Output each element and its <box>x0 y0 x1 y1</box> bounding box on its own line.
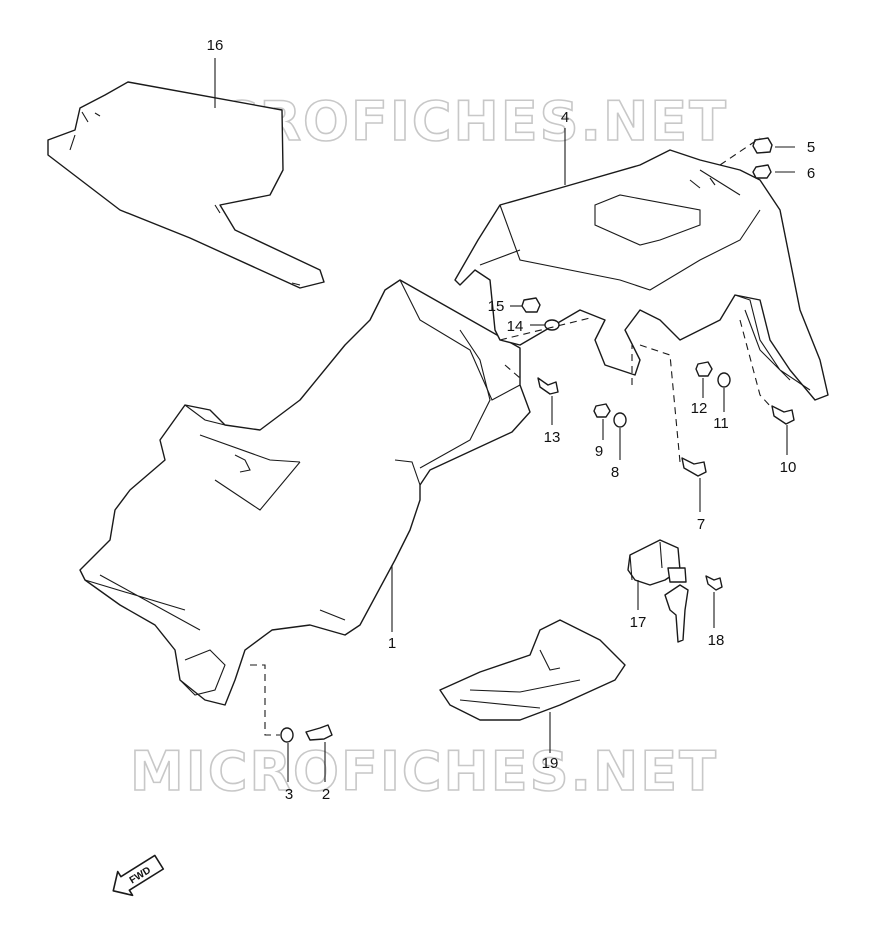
callout-11: 11 <box>713 415 729 432</box>
callout-1: 1 <box>388 635 396 652</box>
callout-4: 4 <box>561 109 569 126</box>
leader-lines <box>214 58 795 782</box>
callout-19: 19 <box>542 755 559 772</box>
part-13-bolt <box>537 377 559 395</box>
part-12-nut <box>695 361 713 377</box>
callout-2: 2 <box>322 786 330 803</box>
part-3-washer <box>280 727 294 743</box>
part-7-bolt <box>681 457 707 477</box>
callout-16: 16 <box>207 37 224 54</box>
part-16-cover-plate <box>47 81 325 289</box>
callout-10: 10 <box>780 459 797 476</box>
callout-15: 15 <box>488 298 505 315</box>
forward-arrow-icon: FWD <box>112 854 165 897</box>
part-8-washer <box>613 412 627 428</box>
callout-17: 17 <box>630 614 647 631</box>
part-4-tail-housing <box>454 149 829 401</box>
assembly-lines <box>250 137 773 736</box>
callout-3: 3 <box>285 786 293 803</box>
part-5-grommet <box>752 137 773 154</box>
part-2-bolt <box>305 724 333 741</box>
watermark-bottom: MICROFICHES.NET <box>130 740 718 803</box>
callout-9: 9 <box>595 443 603 460</box>
callout-14: 14 <box>507 318 524 335</box>
callout-12: 12 <box>691 400 708 417</box>
callout-7: 7 <box>697 516 705 533</box>
callout-18: 18 <box>708 632 725 649</box>
part-10-bolt <box>771 405 795 425</box>
callout-labels: 16 4 5 6 15 14 13 9 8 12 11 10 7 17 18 1… <box>207 37 816 803</box>
part-17-seat-lock <box>627 539 689 643</box>
callout-5: 5 <box>807 139 815 156</box>
part-18-bolt <box>705 575 723 591</box>
callout-8: 8 <box>611 464 619 481</box>
part-11-washer <box>717 372 731 388</box>
part-9-nut <box>593 403 611 418</box>
part-1-rear-fender <box>79 279 531 706</box>
part-19-tool-bag <box>439 619 626 721</box>
part-6-nut <box>752 164 772 179</box>
callout-6: 6 <box>807 165 815 182</box>
callout-13: 13 <box>544 429 561 446</box>
part-15-nut <box>521 297 541 313</box>
